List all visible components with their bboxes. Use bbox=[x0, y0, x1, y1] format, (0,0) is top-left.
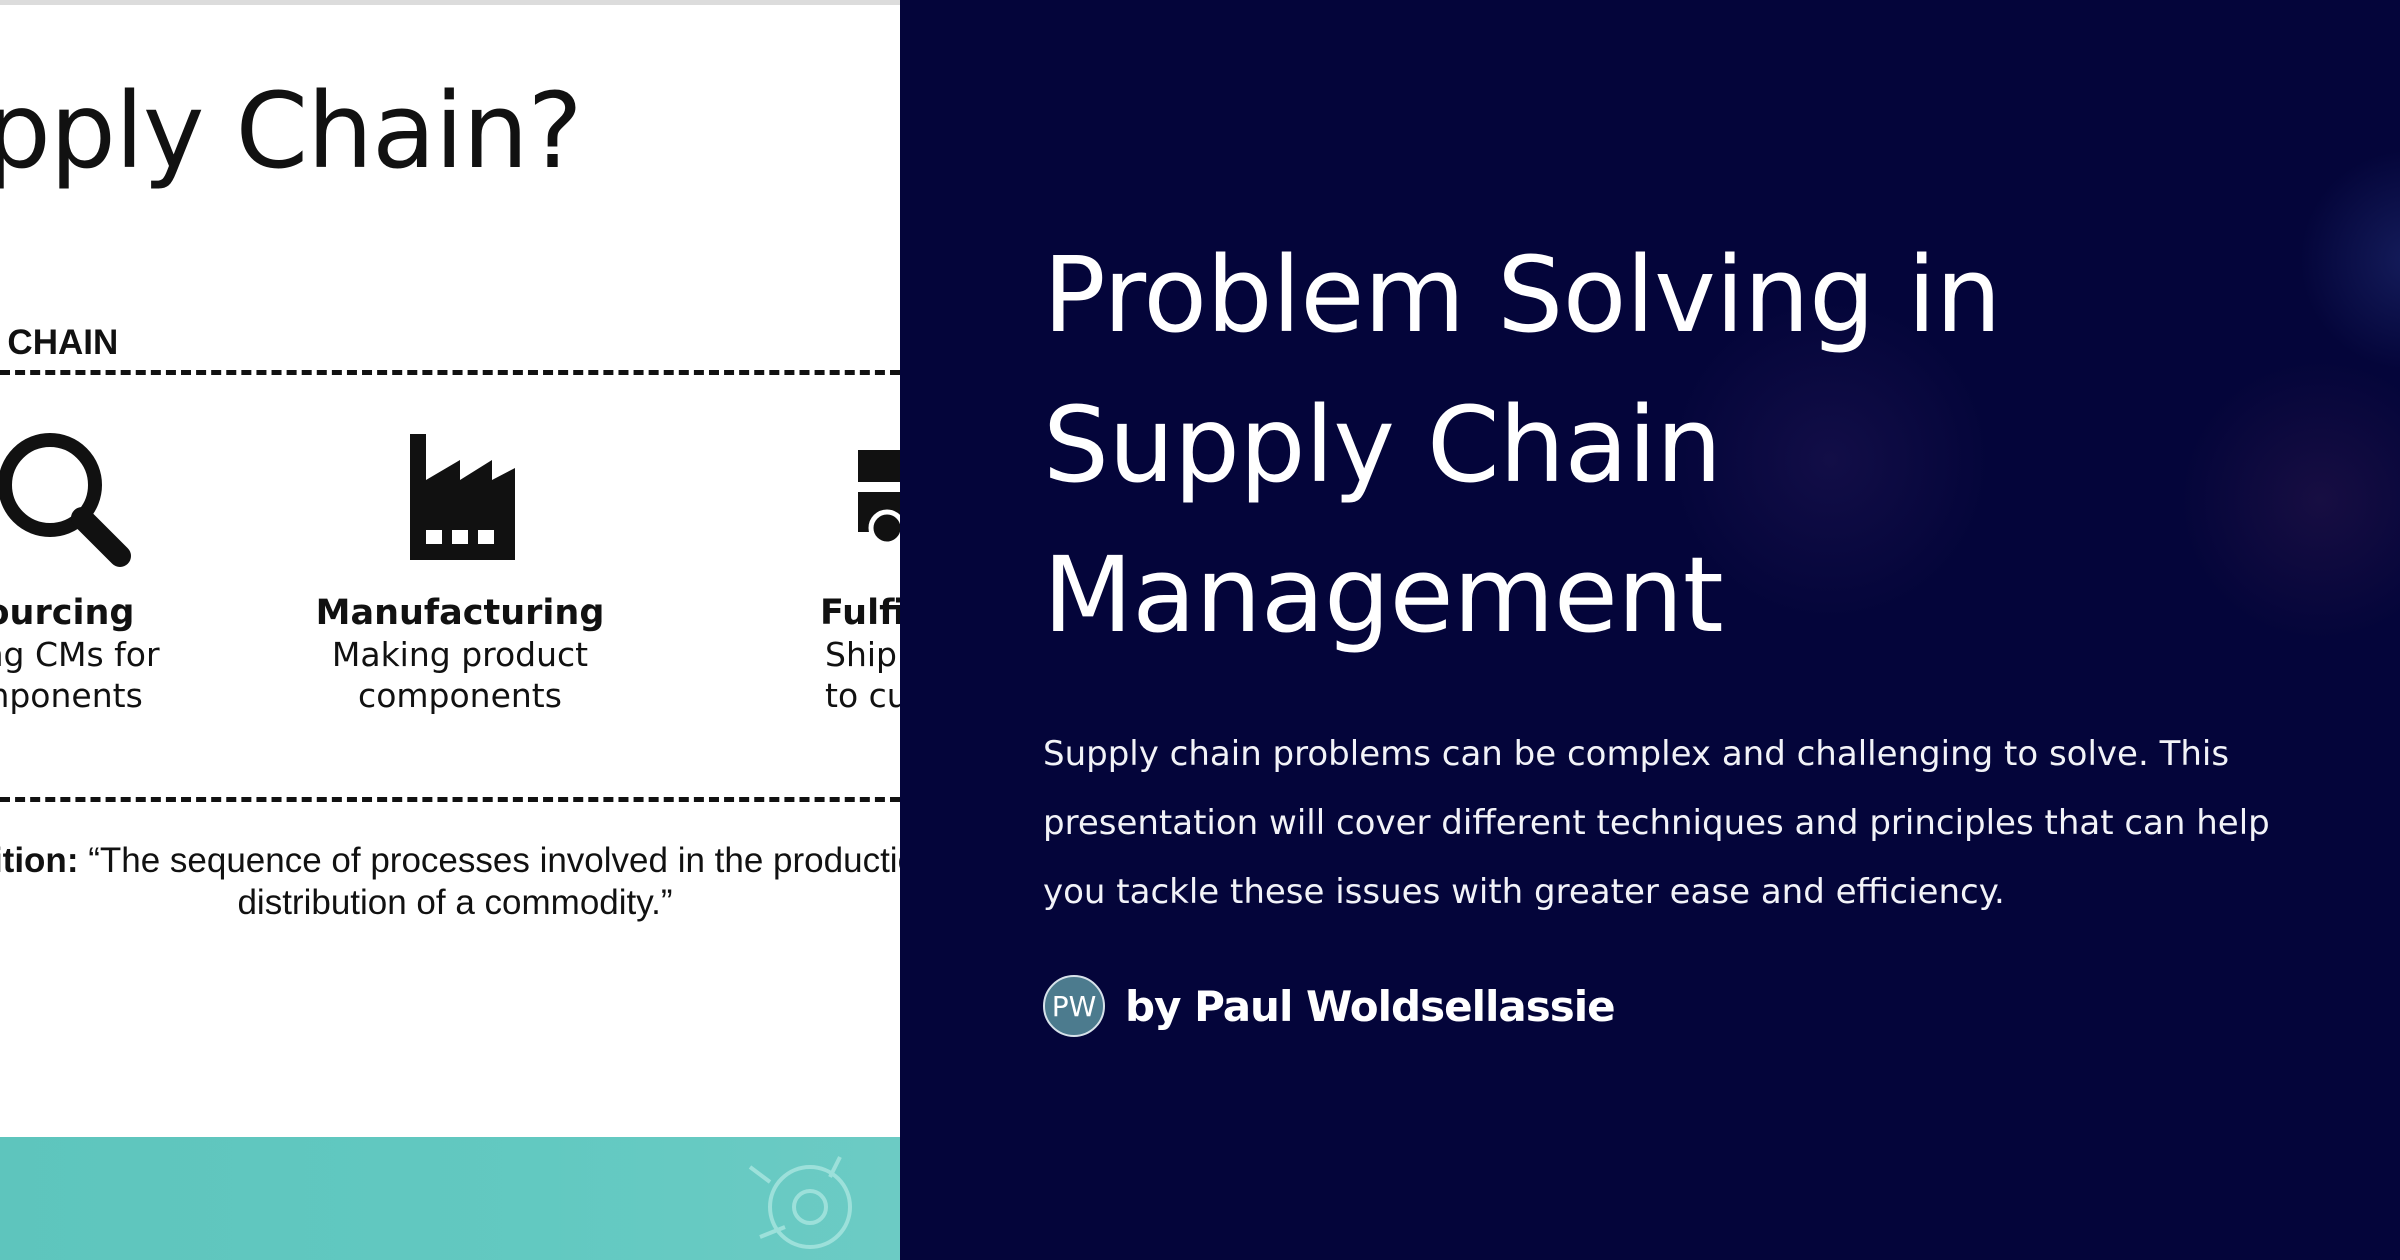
supply-chain-definition: ition: “The sequence of processes involv… bbox=[0, 840, 900, 924]
stage-manufacturing-description: Making product components bbox=[331, 635, 589, 715]
definition-lead: ition: bbox=[0, 841, 79, 880]
page-title: Problem Solving in Supply Chain Manageme… bbox=[1043, 234, 2002, 656]
image-slide-title: upply Chain? bbox=[0, 70, 583, 192]
image-chain-label: Y CHAIN bbox=[0, 323, 119, 362]
stage-sourcing-description: ting CMs for mponents bbox=[0, 635, 160, 715]
stage-manufacturing: Manufacturing Making product components bbox=[300, 420, 620, 716]
stage-fulfillment: Fulfillm Shipping p to custor bbox=[700, 420, 900, 716]
image-top-rule bbox=[0, 0, 900, 5]
stage-fulfillment-name: Fulfillm bbox=[820, 593, 900, 633]
slide-subtitle: Supply chain problems can be complex and… bbox=[1043, 734, 2270, 912]
magnifier-icon bbox=[0, 433, 131, 567]
dashed-divider-bottom bbox=[0, 797, 900, 802]
avatar: PW bbox=[1043, 975, 1105, 1037]
factory-icon bbox=[410, 434, 515, 560]
stage-fulfillment-description: Shipping p to custor bbox=[825, 635, 900, 715]
stage-sourcing-name: ourcing bbox=[0, 593, 135, 633]
author-byline: PW by Paul Woldsellassie bbox=[1043, 975, 1616, 1037]
author-name: by Paul Woldsellassie bbox=[1125, 981, 1616, 1031]
stage-manufacturing-name: Manufacturing bbox=[315, 593, 605, 633]
stage-sourcing: ourcing ting CMs for mponents bbox=[0, 420, 220, 716]
teal-decor-band bbox=[0, 1137, 900, 1260]
definition-line-2: distribution of a commodity.” bbox=[237, 883, 673, 922]
definition-text: “The sequence of processes involved in t… bbox=[78, 841, 900, 880]
slide-image: upply Chain? Y CHAIN ourcing ting CMs fo… bbox=[0, 0, 900, 1260]
gear-watermark-icon bbox=[748, 1156, 852, 1249]
truck-icon bbox=[858, 450, 900, 547]
title-panel: Problem Solving in Supply Chain Manageme… bbox=[900, 0, 2400, 1260]
dashed-divider-top bbox=[0, 370, 900, 375]
